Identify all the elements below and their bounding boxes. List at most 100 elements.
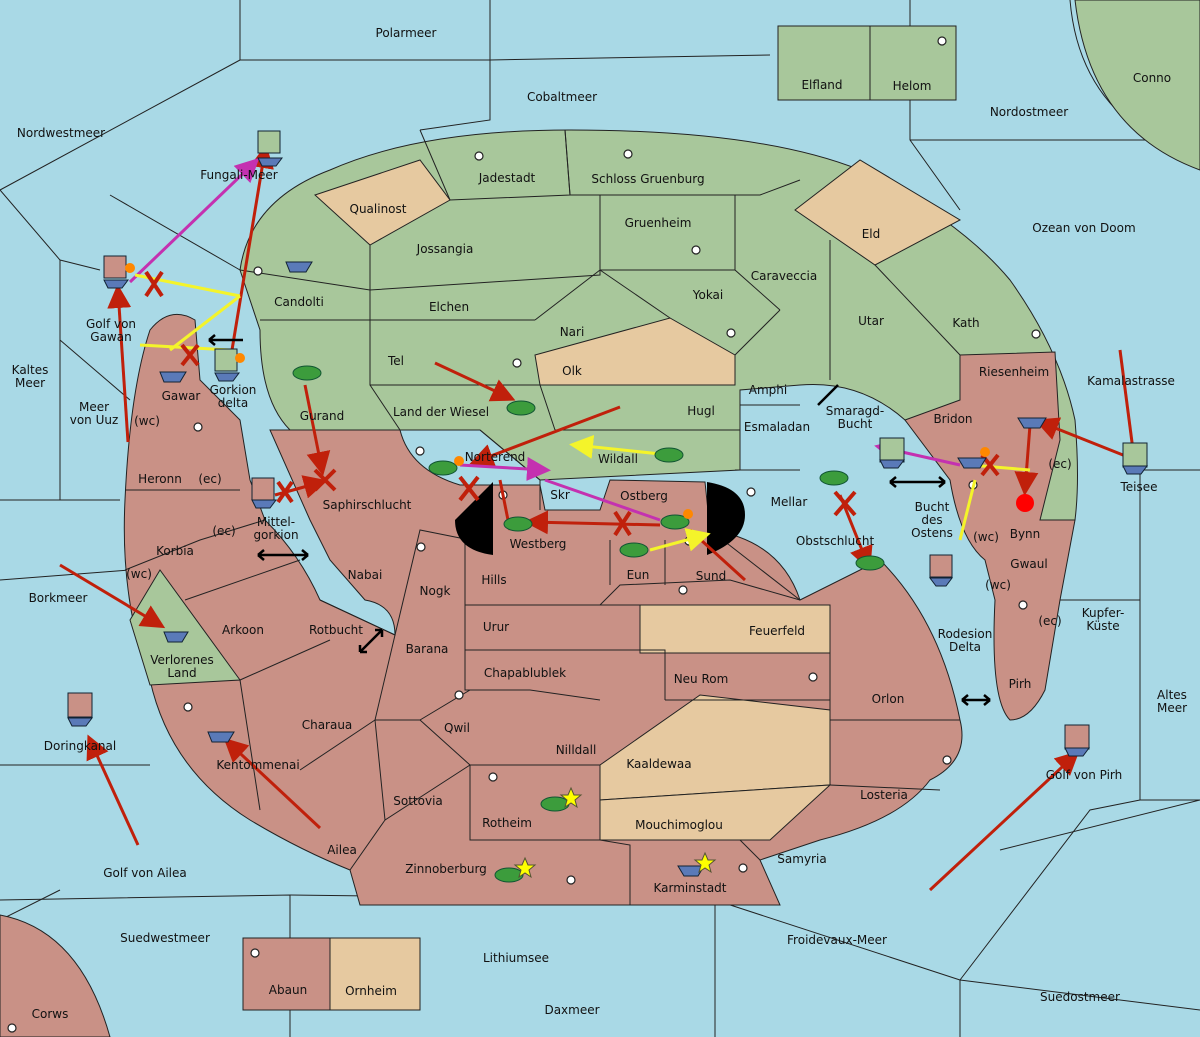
label-borkmeer: Borkmeer <box>29 591 88 605</box>
label-land-wiesel: Land der Wiesel <box>393 405 489 419</box>
label-elfland: Elfland <box>801 78 842 92</box>
label-daxmeer: Daxmeer <box>544 1003 599 1017</box>
region-elfland[interactable] <box>777 25 871 101</box>
label-samyria: Samyria <box>777 852 826 866</box>
label-nabai: Nabai <box>348 568 383 582</box>
label-utar: Utar <box>858 314 884 328</box>
land-labels: Elfland Helom Jadestadt Schloss Gruenbur… <box>138 78 1049 998</box>
label-mittelgorkion: Mittel-gorkion <box>253 515 298 542</box>
label-korbia: Korbia <box>156 544 194 558</box>
label-rotheim: Rotheim <box>482 816 532 830</box>
coast-ec-korbia: (ec) <box>212 524 235 538</box>
region-ornheim[interactable] <box>329 937 421 1011</box>
label-eld: Eld <box>862 227 881 241</box>
coast-labels: (wc) (ec) (ec) (wc) (ec) (wc) (wc) (ec) <box>126 414 1072 628</box>
label-mouchimoglou: Mouchimoglou <box>635 818 723 832</box>
label-jossangia: Jossangia <box>416 242 474 256</box>
coast-wc-gwaul: (wc) <box>985 578 1011 592</box>
label-tel: Tel <box>387 354 404 368</box>
label-riesenheim: Riesenheim <box>979 365 1049 379</box>
label-gawar: Gawar <box>162 389 201 403</box>
label-abaun: Abaun <box>269 983 307 997</box>
label-orlon: Orlon <box>872 692 905 706</box>
label-obstschlucht: Obstschlucht <box>796 534 875 548</box>
label-elchen: Elchen <box>429 300 469 314</box>
label-wildall: Wildall <box>598 452 638 466</box>
label-bynn: Bynn <box>1010 527 1041 541</box>
label-sottovia: Sottovia <box>393 794 443 808</box>
label-esmaladan: Esmaladan <box>744 420 810 434</box>
label-saphir: Saphirschlucht <box>323 498 412 512</box>
label-kupfer: Kupfer-Küste <box>1082 606 1125 633</box>
coast-wc-bynn: (wc) <box>973 530 999 544</box>
label-kamala: Kamalastrasse <box>1087 374 1175 388</box>
label-zinnoberburg: Zinnoberburg <box>405 862 487 876</box>
label-karminstadt: Karminstadt <box>654 881 727 895</box>
label-skr: Skr <box>550 488 570 502</box>
label-doringkanal: Doringkanal <box>44 739 116 753</box>
label-neu-rom: Neu Rom <box>674 672 729 686</box>
army-units[interactable] <box>292 365 885 883</box>
label-norterend: Norterend <box>465 450 526 464</box>
label-nari: Nari <box>560 325 585 339</box>
label-polarmeer: Polarmeer <box>376 26 437 40</box>
label-teisee: Teisee <box>1119 480 1157 494</box>
label-ailea: Ailea <box>327 843 357 857</box>
status-markers <box>125 263 1034 879</box>
label-mellar: Mellar <box>771 495 808 509</box>
label-candolti: Candolti <box>274 295 324 309</box>
label-cobaltmeer: Cobaltmeer <box>527 90 597 104</box>
label-charaua: Charaua <box>302 718 353 732</box>
label-kentommenai: Kentommenai <box>216 758 299 772</box>
south-borders <box>124 489 960 905</box>
label-froidevaux: Froidevaux-Meer <box>787 933 887 947</box>
coast-ec-bynn: (ec) <box>1048 457 1071 471</box>
coast-ec-gwaul: (ec) <box>1038 614 1061 628</box>
region-conno[interactable] <box>1074 0 1200 171</box>
label-amphi: Amphi <box>749 383 787 397</box>
label-helom: Helom <box>893 79 932 93</box>
label-arkoon: Arkoon <box>222 623 264 637</box>
label-golf-ailea: Golf von Ailea <box>103 866 187 880</box>
label-gurand: Gurand <box>300 409 344 423</box>
land-borders <box>239 129 961 510</box>
label-hugl: Hugl <box>687 404 715 418</box>
label-suedwestmeer: Suedwestmeer <box>120 931 210 945</box>
label-nilldall: Nilldall <box>556 743 597 757</box>
label-gwaul: Gwaul <box>1010 557 1047 571</box>
label-heronn: Heronn <box>138 472 182 486</box>
region-east-red[interactable] <box>904 351 1076 721</box>
coast-wc-gawar: (wc) <box>134 414 160 428</box>
label-golf-pirh: Golf von Pirh <box>1046 768 1123 782</box>
region-mouchimoglou[interactable] <box>599 784 832 841</box>
adjacency-markers <box>208 334 991 706</box>
region-eld[interactable] <box>794 159 962 266</box>
label-ozean: Ozean von Doom <box>1032 221 1135 235</box>
label-gruenheim: Gruenheim <box>625 216 692 230</box>
label-barana: Barana <box>406 642 449 656</box>
fleet-units[interactable] <box>67 130 1148 877</box>
coast-wc-korbia: (wc) <box>126 567 152 581</box>
label-pirh: Pirh <box>1009 677 1032 691</box>
label-schloss: Schloss Gruenburg <box>591 172 704 186</box>
label-chapablublek: Chapablublek <box>484 666 566 680</box>
label-smaragd: Smaragd-Bucht <box>826 404 885 431</box>
impassable-west <box>455 482 493 555</box>
label-bridon: Bridon <box>933 412 972 426</box>
label-qwil: Qwil <box>444 721 470 735</box>
region-olk[interactable] <box>534 317 736 386</box>
label-rotbucht: Rotbucht <box>309 623 363 637</box>
label-nordostmeer: Nordostmeer <box>990 105 1068 119</box>
label-nordwestmeer: Nordwestmeer <box>17 126 105 140</box>
region-feuerfeld[interactable] <box>639 604 831 654</box>
label-urur: Urur <box>483 620 509 634</box>
label-nogk: Nogk <box>420 584 451 598</box>
failed-order-marks <box>144 270 1000 537</box>
